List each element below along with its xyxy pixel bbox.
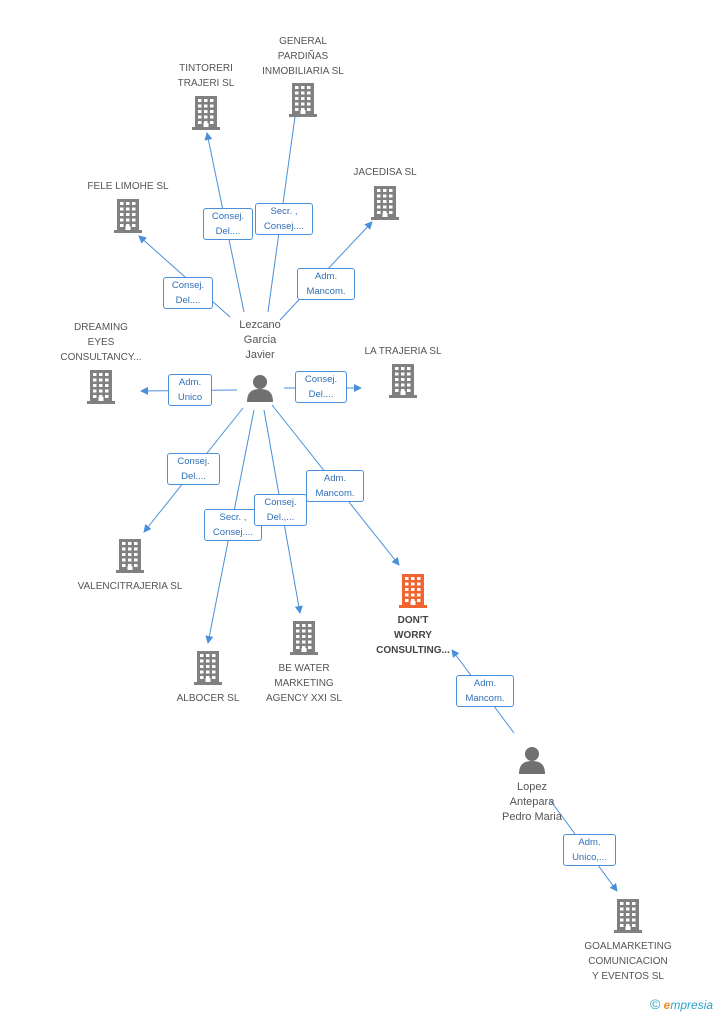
person-icon[interactable] xyxy=(246,374,274,402)
role-badge-tintoreri: Consej. Del.... xyxy=(203,208,253,240)
company-label-valencitrajeria[interactable]: VALENCITRAJERIA SL xyxy=(77,581,183,592)
role-badge-bewater: Consej. Del.,... xyxy=(254,494,307,526)
company-building-icon[interactable] xyxy=(116,539,144,573)
company-label-dontworry[interactable]: DON'T WORRY CONSULTING... xyxy=(376,615,450,656)
company-label-bewater[interactable]: BE WATER MARKETING AGENCY XXI SL xyxy=(266,663,342,704)
company-building-icon[interactable] xyxy=(87,370,115,404)
role-badge-fele: Consej. Del.... xyxy=(163,277,213,309)
company-building-icon[interactable] xyxy=(192,96,220,130)
company-building-icon[interactable] xyxy=(289,83,317,117)
company-label-dreaming[interactable]: DREAMING EYES CONSULTANCY... xyxy=(60,322,142,363)
company-label-tintoreri[interactable]: TINTORERI TRAJERI SL xyxy=(177,63,235,89)
company-label-latrajeria[interactable]: LA TRAJERIA SL xyxy=(364,346,442,357)
role-badge-goalmarketing: Adm. Unico,... xyxy=(563,834,616,866)
empresia-logo[interactable]: © empresia xyxy=(650,996,714,1012)
company-label-albocer[interactable]: ALBOCER SL xyxy=(176,693,240,704)
edge-arrow xyxy=(138,235,231,318)
company-building-icon[interactable] xyxy=(614,899,642,933)
company-label-fele[interactable]: FELE LIMOHE SL xyxy=(87,181,169,192)
company-building-icon[interactable] xyxy=(389,364,417,398)
company-label-jacedisa[interactable]: JACEDISA SL xyxy=(353,167,417,178)
company-building-icon[interactable] xyxy=(371,186,399,220)
role-badge-general: Secr. , Consej.... xyxy=(255,203,313,235)
person-icon[interactable] xyxy=(518,746,546,774)
company-building-icon[interactable] xyxy=(114,199,142,233)
focus-company-icon[interactable] xyxy=(399,574,427,608)
person-label-lezcano[interactable]: Lezcano Garcia Javier xyxy=(239,319,281,361)
person-label-lopez[interactable]: Lopez Antepara Pedro Maria xyxy=(502,781,562,823)
role-badge-albocer: Secr. , Consej.... xyxy=(204,509,262,541)
company-building-icon[interactable] xyxy=(194,651,222,685)
role-badge-dreaming: Adm. Unico xyxy=(168,374,212,406)
role-badge-jacedisa: Adm. Mancom. xyxy=(297,268,355,300)
company-building-icon[interactable] xyxy=(290,621,318,655)
company-label-general[interactable]: GENERAL PARDIÑAS INMOBILIARIA SL xyxy=(262,36,344,77)
role-badge-lopez-dontworry: Adm. Mancom. xyxy=(456,675,514,707)
role-badge-dontworry: Adm. Mancom. xyxy=(306,470,364,502)
company-label-goalmarketing[interactable]: GOALMARKETING COMUNICACION Y EVENTOS SL xyxy=(584,941,672,982)
role-badge-latrajeria: Consej. Del.... xyxy=(295,371,347,403)
role-badge-valencitrajeria: Consej. Del.... xyxy=(167,453,220,485)
